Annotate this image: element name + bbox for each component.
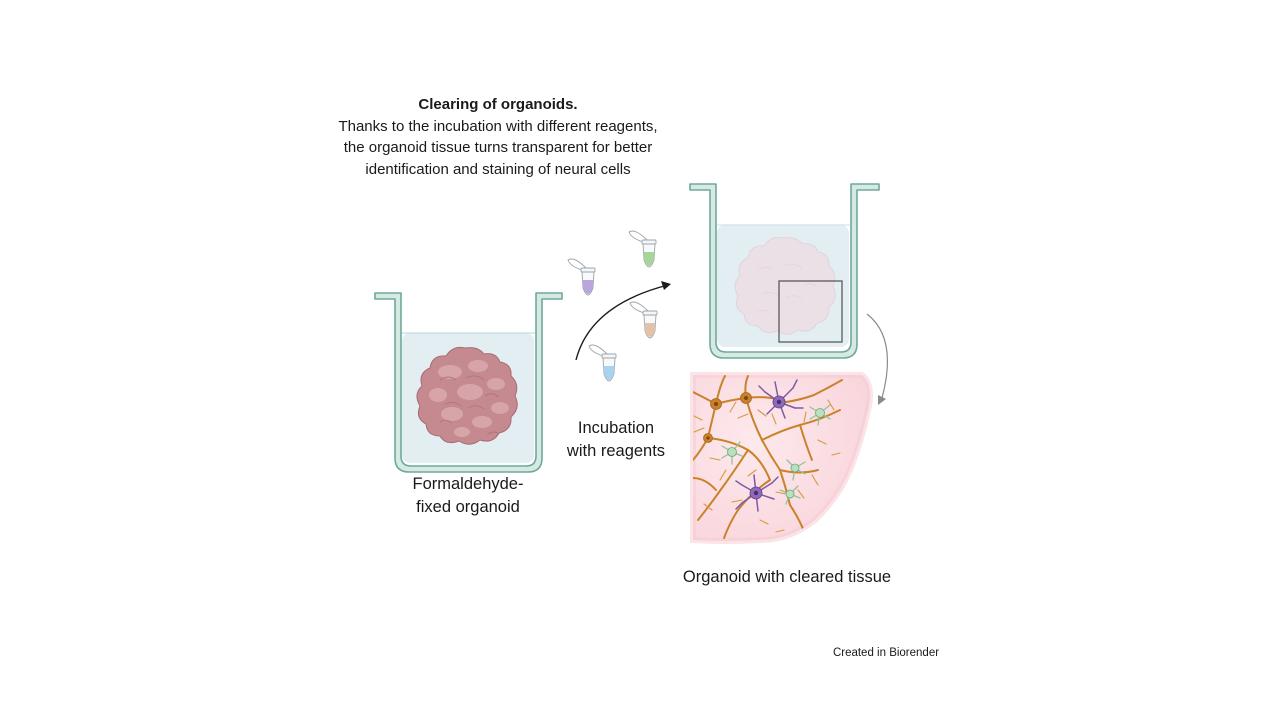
- reagent-tube-blue: [588, 344, 617, 382]
- cleared-organoid: [734, 236, 836, 335]
- cleared-tissue-zoom: [690, 372, 873, 544]
- zoom-arrow: [866, 313, 888, 405]
- reagent-tube-purple: [567, 258, 596, 296]
- description-line-3: identification and staining of neural ce…: [365, 160, 631, 178]
- right-well-outline: [689, 183, 880, 359]
- title-block: Clearing of organoids. Thanks to the inc…: [320, 94, 676, 180]
- credit-text: Created in Biorender: [832, 647, 940, 659]
- label-cleared-tissue: Organoid with cleared tissue: [682, 568, 892, 586]
- fixed-organoid: [416, 346, 518, 445]
- diagram-title: Clearing of organoids.: [418, 96, 578, 113]
- label-incubation-line-2: with reagents: [566, 442, 666, 460]
- left-well-outline: [374, 292, 563, 473]
- label-incubation: Incubation with reagents: [546, 417, 686, 463]
- reagent-tubes: [567, 230, 658, 382]
- label-fixed-line-2: fixed organoid: [416, 498, 520, 516]
- label-incubation-line-1: Incubation: [577, 419, 655, 437]
- zoom-box: [778, 280, 843, 343]
- label-fixed-organoid: Formaldehyde- fixed organoid: [388, 473, 548, 519]
- reagent-tube-green: [628, 230, 657, 268]
- right-well: [689, 183, 880, 359]
- neuron-network: [693, 375, 843, 539]
- reagent-tube-tan: [629, 301, 658, 339]
- description-line-1: Thanks to the incubation with different …: [338, 117, 658, 135]
- incubation-arrow: [575, 281, 671, 361]
- description-line-2: the organoid tissue turns transparent fo…: [343, 139, 653, 156]
- label-fixed-line-1: Formaldehyde-: [412, 475, 524, 493]
